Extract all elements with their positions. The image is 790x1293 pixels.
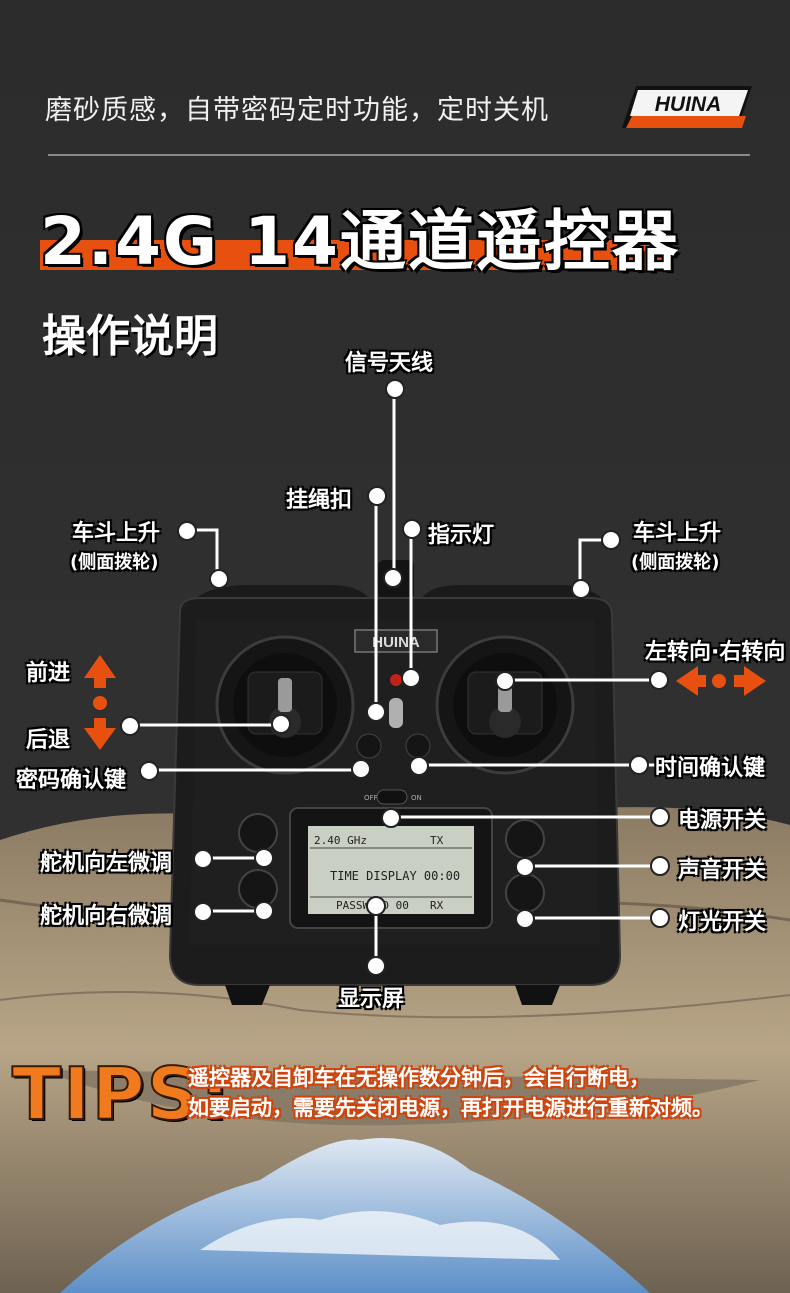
label-power-switch: 电源开关 (678, 808, 767, 833)
lanyard-dot (367, 486, 387, 506)
lanyard-end-dot (366, 702, 386, 722)
title-underline (40, 240, 667, 270)
section-title: 操作说明 (42, 311, 218, 362)
light-end-dot (515, 909, 535, 929)
direction-arrows (84, 655, 766, 750)
time-end-dot (409, 756, 429, 776)
page-title: 2.4G 14通道遥控器 (40, 203, 680, 280)
brand-logo-text: HUINA (655, 93, 722, 116)
power-dot (650, 807, 670, 827)
svg-text:OFF: OFF (364, 794, 378, 802)
time-dot (629, 755, 649, 775)
bucket-left-dot (177, 521, 197, 541)
left-stick (278, 678, 292, 712)
lcd-line2: TIME DISPLAY 00:00 (330, 869, 460, 883)
label-light-switch: 灯光开关 (678, 910, 767, 935)
trim-left-end-dot (254, 848, 274, 868)
label-turn: 左转向·右转向 (645, 640, 786, 665)
lcd-line1-left: 2.40 GHz (314, 834, 367, 847)
lanyard-hook (389, 698, 403, 728)
power-switch (376, 789, 408, 805)
indicator-end-dot (401, 668, 421, 688)
label-time-key: 时间确认键 (655, 756, 766, 781)
tips-line2: 如要启动，需要先关闭电源，再打开电源进行重新对频。 (188, 1096, 713, 1120)
label-indicator: 指示灯 (428, 523, 495, 548)
brand-logo: HUINA (622, 86, 752, 128)
forward-arrow-icon (84, 655, 116, 678)
stick-left-dot (120, 716, 140, 736)
power-end-dot (381, 808, 401, 828)
lcd-screen (308, 826, 474, 914)
label-sound-switch: 声音开关 (678, 858, 767, 883)
bucket-right-end-dot (571, 579, 591, 599)
label-backward: 后退 (26, 728, 71, 753)
trim-left-dot (193, 849, 213, 869)
label-servo-left: 舵机向左微调 (40, 851, 173, 876)
indicator-dot (402, 519, 422, 539)
light-dot (650, 908, 670, 928)
label-bucket-left-note: (侧面拨轮) (70, 552, 159, 573)
label-lanyard: 挂绳扣 (286, 488, 353, 513)
backward-arrow-icon (84, 728, 116, 750)
tagline: 磨砂质感，自带密码定时功能，定时关机 (45, 95, 549, 126)
trim-right-dot (193, 902, 213, 922)
label-display: 显示屏 (338, 987, 405, 1012)
label-forward: 前进 (26, 661, 71, 686)
stick-left-end-dot (271, 714, 291, 734)
face-logo-text: HUINA (372, 634, 420, 651)
lcd-line1-right: TX (430, 834, 444, 847)
label-bucket-right-note: (侧面拨轮) (631, 552, 720, 573)
stick-right-end-dot (495, 671, 515, 691)
sound-end-dot (515, 857, 535, 877)
antenna-dot (385, 379, 405, 399)
divider (48, 154, 750, 156)
password-end-dot (351, 759, 371, 779)
trim-right-end-dot (254, 901, 274, 921)
sound-dot (650, 856, 670, 876)
bucket-right-dot (601, 530, 621, 550)
label-bucket-left: 车斗上升 (72, 521, 161, 546)
label-antenna: 信号天线 (345, 351, 434, 376)
turn-dot (649, 670, 669, 690)
password-dot (139, 761, 159, 781)
indicator-led (390, 674, 402, 686)
right-arrow-icon (744, 666, 766, 696)
display-end-dot (366, 896, 386, 916)
svg-text:ON: ON (411, 794, 422, 802)
bucket-left-end-dot (209, 569, 229, 589)
label-bucket-right: 车斗上升 (633, 521, 722, 546)
antenna-end-dot (383, 568, 403, 588)
lcd-line3-right: RX (430, 899, 444, 912)
display-dot (366, 956, 386, 976)
label-servo-right: 舵机向右微调 (40, 904, 173, 929)
label-password-key: 密码确认键 (16, 768, 127, 793)
tips-line1: 遥控器及自卸车在无操作数分钟后，会自行断电， (188, 1066, 650, 1090)
left-arrow-icon (676, 666, 698, 696)
tips-heading: TIPS: (11, 1051, 232, 1137)
